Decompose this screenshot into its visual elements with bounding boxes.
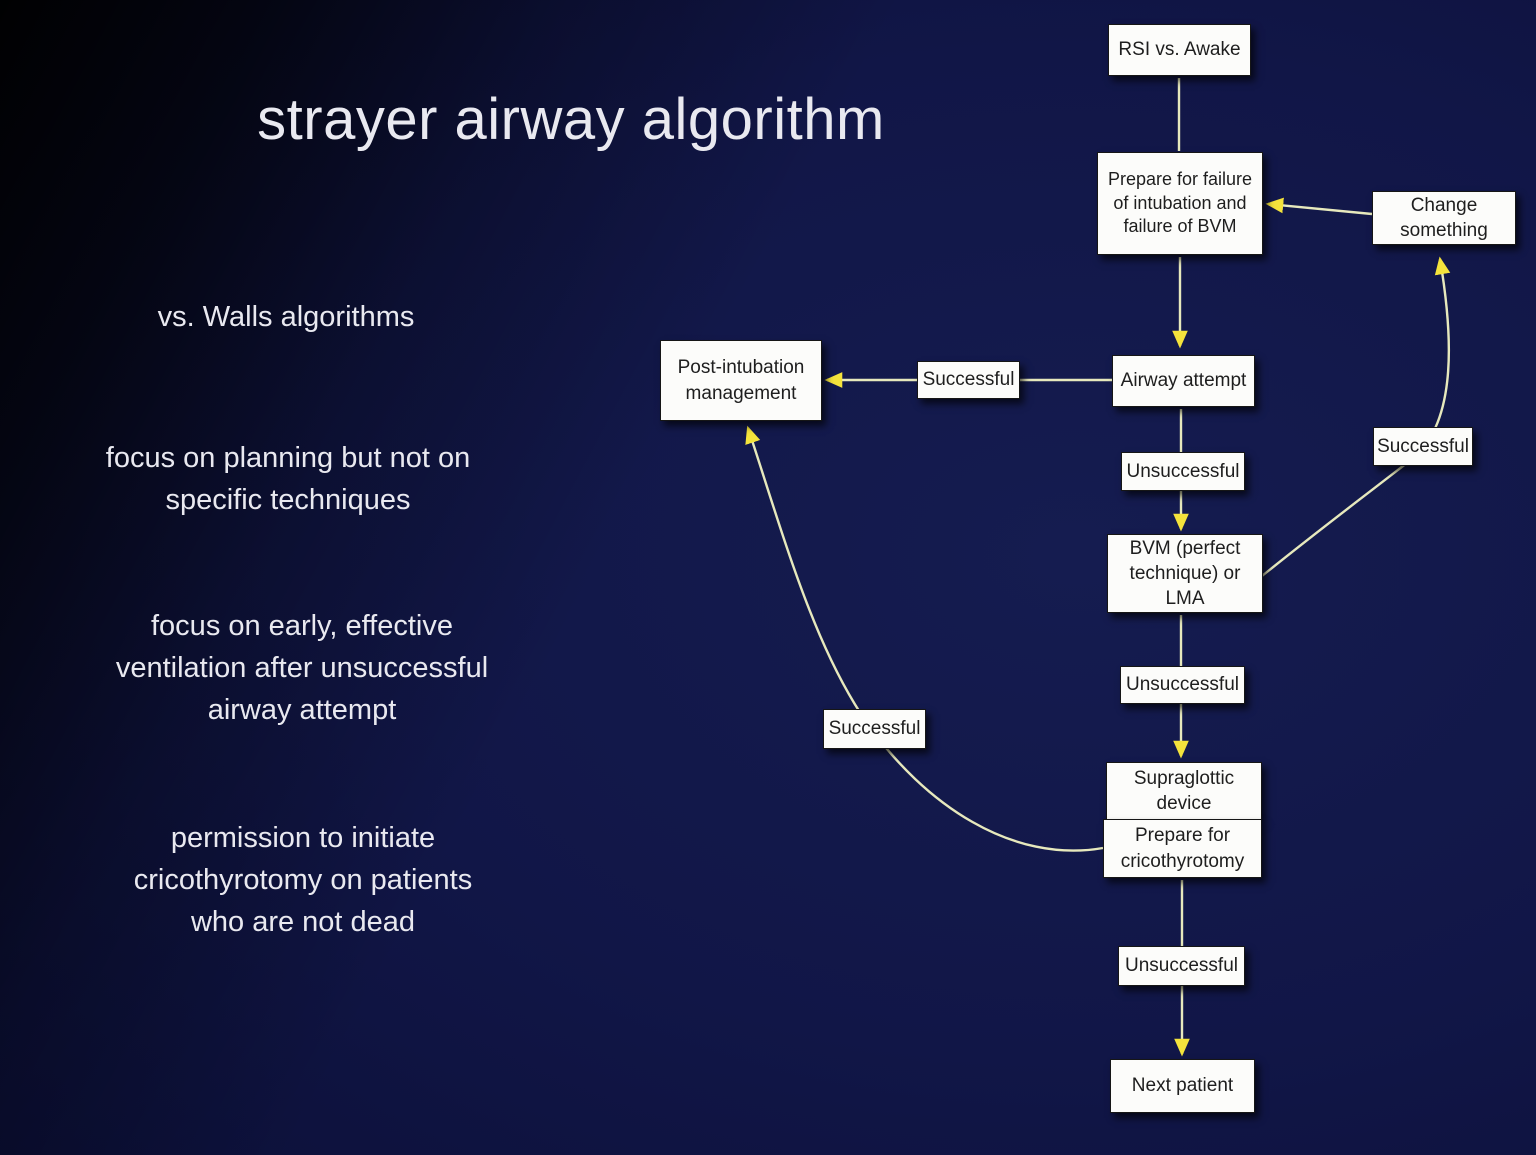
- edge-label-successful-supraglottic: Successful: [823, 709, 926, 749]
- flow-node-rsi-vs-awake: RSI vs. Awake: [1108, 24, 1251, 76]
- edge-label-successful-bvm: Successful: [1373, 427, 1473, 466]
- flow-node-prepare-for-cricothyrotomy: Prepare for cricothyrotomy: [1103, 819, 1262, 878]
- note-permission-crico: permission to initiate cricothyrotomy on…: [133, 822, 473, 939]
- edge-supraglottic-successful-to-postintubation: [745, 425, 1104, 852]
- flow-node-change-something: Change something: [1372, 191, 1516, 245]
- edge-label-unsuccessful-airway: Unsuccessful: [1121, 452, 1245, 491]
- flow-node-bvm-or-lma: BVM (perfect technique) or LMA: [1107, 534, 1263, 613]
- edge-label-unsuccessful-bvm: Unsuccessful: [1120, 666, 1245, 704]
- edge-change-to-prepare: [1265, 197, 1373, 216]
- note-focus-planning: focus on planning but not on specific te…: [105, 442, 471, 517]
- flow-node-prepare-for-failure: Prepare for failure of intubation and fa…: [1097, 152, 1263, 255]
- flow-node-next-patient: Next patient: [1110, 1059, 1255, 1113]
- edge-label-successful-airway: Successful: [917, 361, 1020, 399]
- flow-node-airway-attempt: Airway attempt: [1112, 355, 1255, 407]
- slide-title: strayer airway algorithm: [257, 87, 885, 152]
- flow-node-post-intubation-management: Post-intubation management: [660, 340, 822, 421]
- edge-label-unsuccessful-supraglottic: Unsuccessful: [1118, 946, 1245, 986]
- edge-bvm-successful-to-change: [1261, 256, 1451, 577]
- flow-node-supraglottic-device: Supraglottic device: [1106, 762, 1262, 820]
- note-focus-ventilation: focus on early, effective ventilation af…: [115, 610, 489, 727]
- note-vs-walls: vs. Walls algorithms: [157, 301, 415, 333]
